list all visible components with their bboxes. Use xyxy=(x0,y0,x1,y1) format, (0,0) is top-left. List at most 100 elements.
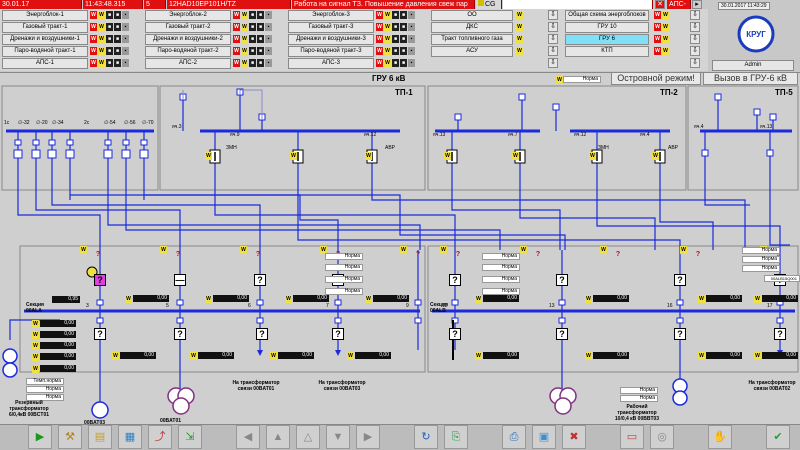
nav-col5-flag-a-3-icon: W xyxy=(654,47,661,55)
report-icon[interactable]: ▦ xyxy=(118,425,142,449)
nav-col4-arrow-0-icon[interactable]: ⇩ xyxy=(548,10,558,20)
view-icon[interactable]: ◎ xyxy=(650,425,674,449)
nav-col4-item-2[interactable]: Тракт топливного газа xyxy=(431,34,513,45)
logo: КРУГ xyxy=(726,14,786,54)
down-icon[interactable]: ▼ xyxy=(326,425,350,449)
delete-icon[interactable]: ✖ xyxy=(562,425,586,449)
nav-col3-flag-3-2-icon: ■ xyxy=(392,47,399,55)
nav-col1-item-1[interactable]: Газовый тракт-1 xyxy=(2,22,88,33)
route-line xyxy=(144,194,566,250)
value-flag-16-icon: W xyxy=(347,352,354,360)
call-gru-button[interactable]: Вызов в ГРУ-6 кВ xyxy=(703,72,798,85)
screen-icon[interactable]: ▭ xyxy=(620,425,644,449)
alarm-cg[interactable]: CG xyxy=(476,0,502,9)
nav-col2-flag-2-3-icon: ■ xyxy=(257,35,264,43)
upper-alarm-8-icon: ? xyxy=(695,251,701,258)
nav-col5-arrow-1-icon[interactable]: ⇩ xyxy=(690,22,700,32)
nav-col5-arrow-0-icon[interactable]: ⇩ xyxy=(690,10,700,20)
nav-col1-item-3[interactable]: Паро-водяной тракт-1 xyxy=(2,46,88,57)
nav-col3-item-4[interactable]: АПС-3 xyxy=(288,58,374,69)
trend-icon[interactable]: ⤴ xyxy=(148,425,172,449)
alarm-date: 30.01.17 xyxy=(0,0,82,9)
device-status-10-icon[interactable]: ? xyxy=(256,328,268,340)
nav-col3-item-3[interactable]: Паро-водяной тракт-3 xyxy=(288,46,374,57)
nav-col2-item-1[interactable]: Газовый тракт-2 xyxy=(145,22,231,33)
alarm-close-icon[interactable]: ✕ xyxy=(655,0,665,9)
upper-alarm-9-icon: ? xyxy=(775,251,781,258)
upper-alarm-7-icon: ? xyxy=(615,251,621,258)
nav-col4-item-3[interactable]: АСУ xyxy=(431,46,513,57)
nav-col3-item-0[interactable]: Энергоблок-3 xyxy=(288,10,374,21)
nav-col5-item-0[interactable]: Общая схема энергоблоков xyxy=(565,10,649,21)
folder-icon[interactable]: ▤ xyxy=(88,425,112,449)
hand-icon[interactable]: ✋ xyxy=(708,425,732,449)
route-line xyxy=(769,170,790,246)
device-status-5-icon[interactable]: ? xyxy=(556,274,568,286)
device-status-1-icon[interactable]: — xyxy=(174,274,186,286)
device-status-8-icon[interactable]: ? xyxy=(94,328,106,340)
left-feeder-breaker xyxy=(65,149,75,159)
check-icon[interactable]: ✔ xyxy=(766,425,790,449)
section-feeder-switch xyxy=(176,317,184,324)
alarm-scroll-icon[interactable]: ▸ xyxy=(692,0,702,9)
nav-col3-item-2[interactable]: Дренажи и воздушники-3 xyxy=(288,34,374,45)
nav-col4-item-0[interactable]: ОО xyxy=(431,10,513,21)
up-icon[interactable]: ▲ xyxy=(266,425,290,449)
copy-icon[interactable]: ⎘ xyxy=(444,425,468,449)
device-status-12-icon[interactable]: ? xyxy=(449,328,461,340)
next-icon[interactable]: ▶ xyxy=(356,425,380,449)
play-icon[interactable]: ▶ xyxy=(28,425,52,449)
nav-col4-extra-arrow-icon[interactable]: ⇩ xyxy=(548,58,558,68)
section-feeder-switch xyxy=(676,299,684,306)
device-status-4-icon[interactable]: ? xyxy=(449,274,461,286)
value-flag-8-icon: W xyxy=(32,320,39,328)
nav-col2-item-3[interactable]: Паро-водяной тракт-2 xyxy=(145,46,231,57)
device-status-11-icon[interactable]: ? xyxy=(332,328,344,340)
nav-col1-item-2[interactable]: Дренажи и воздушники-1 xyxy=(2,34,88,45)
island-mode-button[interactable]: Островной режим! xyxy=(611,72,701,85)
device-status-9-icon[interactable]: ? xyxy=(174,328,186,340)
user-field[interactable]: Admin xyxy=(712,60,794,71)
nav-col4-item-1[interactable]: ДКС xyxy=(431,22,513,33)
device-status-14-icon[interactable]: ? xyxy=(674,328,686,340)
save-icon[interactable]: ▣ xyxy=(532,425,556,449)
print-icon[interactable]: ⎙ xyxy=(502,425,526,449)
nav-col5-item-1[interactable]: ГРУ 10 xyxy=(565,22,649,33)
nav-col5-arrow-3-icon[interactable]: ⇩ xyxy=(690,46,700,56)
nav-col3-flag-3-3-icon: ■ xyxy=(400,47,407,55)
export-icon[interactable]: ⇲ xyxy=(178,425,202,449)
device-status-6-icon[interactable]: ? xyxy=(674,274,686,286)
nav-col1-item-4[interactable]: АПС-1 xyxy=(2,58,88,69)
section-feeder-switch xyxy=(176,299,184,306)
nav-col5-arrow-2-icon[interactable]: ⇩ xyxy=(690,34,700,44)
cell-number-2: 6 xyxy=(248,303,251,309)
refresh-icon[interactable]: ↻ xyxy=(414,425,438,449)
alarm-priority: 5 xyxy=(144,0,166,9)
cell-number-1: 5 xyxy=(166,303,169,309)
nav-col1-item-0[interactable]: Энергоблок-1 xyxy=(2,10,88,21)
nav-col5-item-2[interactable]: ГРУ 6 xyxy=(565,34,649,45)
device-status-2-icon[interactable]: ? xyxy=(254,274,266,286)
alarm-message[interactable]: Работа на сигнал ТЗ. Повышение давления … xyxy=(292,0,475,9)
tools-icon[interactable]: ⚒ xyxy=(58,425,82,449)
transformer-winding xyxy=(2,348,18,364)
device-status-13-icon[interactable]: ? xyxy=(556,328,568,340)
up2-icon[interactable]: △ xyxy=(296,425,320,449)
nav-col2-item-0[interactable]: Энергоблок-2 xyxy=(145,10,231,21)
device-status-15-icon[interactable]: ? xyxy=(774,328,786,340)
nav-col4-arrow-2-icon[interactable]: ⇩ xyxy=(548,34,558,44)
nav-col3-item-1[interactable]: Газовый тракт-3 xyxy=(288,22,374,33)
nav-col4-arrow-3-icon[interactable]: ⇩ xyxy=(548,46,558,56)
nav-col2-item-2[interactable]: Дренажи и воздушники-2 xyxy=(145,34,231,45)
tp-feeder-switch xyxy=(769,113,777,121)
nav-col1-flag-4-3-icon: ■ xyxy=(114,59,121,67)
nav-col5-item-3[interactable]: КТП xyxy=(565,46,649,57)
nav-col5-extra-arrow-icon[interactable]: ⇩ xyxy=(690,58,700,68)
tp2-cell-1: яч.7 xyxy=(508,132,518,138)
measurement-value-14: 0,00 xyxy=(198,352,234,359)
magenta-status-icon[interactable]: ? xyxy=(94,274,106,286)
nav-col4-arrow-1-icon[interactable]: ⇩ xyxy=(548,22,558,32)
nav-col2-item-4[interactable]: АПС-2 xyxy=(145,58,231,69)
back-icon[interactable]: ◀ xyxy=(236,425,260,449)
panel-tp2-frame xyxy=(427,85,687,191)
